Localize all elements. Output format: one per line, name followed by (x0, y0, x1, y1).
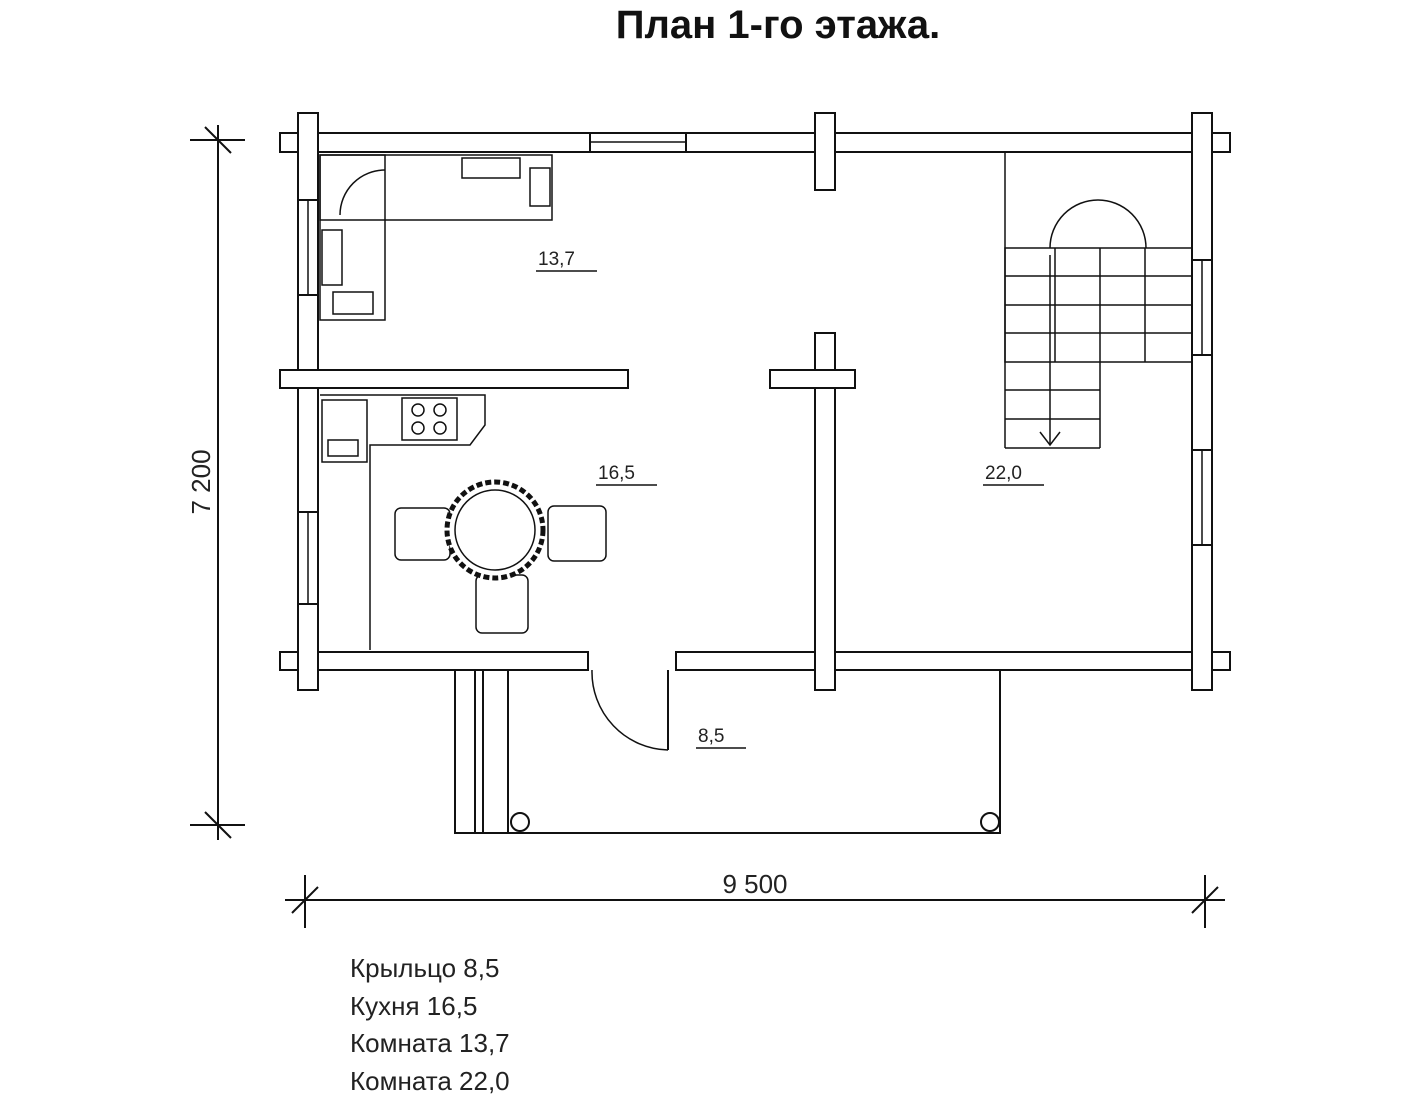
height-dimension: 7 200 (186, 449, 216, 514)
area-room-small: 13,7 (538, 249, 575, 270)
corner-sofa (319, 154, 553, 321)
porch (454, 670, 1001, 834)
plan-title: План 1-го этажа. (616, 3, 941, 47)
porch-post (980, 812, 1000, 832)
area-room-large: 22,0 (985, 463, 1022, 484)
legend-item: Комната 13,7 (350, 1028, 510, 1058)
windows (297, 132, 1213, 605)
walls (279, 112, 1231, 691)
width-dimension: 9 500 (722, 869, 787, 899)
legend-item: Комната 22,0 (350, 1065, 510, 1096)
area-porch: 8,5 (698, 726, 724, 747)
area-labels: 13,7 16,5 22,0 8,5 (536, 249, 1044, 749)
sink (321, 399, 368, 463)
dining-table (394, 479, 607, 634)
legend-item: Кухня 16,5 (350, 990, 478, 1021)
legend-item: Крыльцо 8,5 (350, 953, 500, 983)
staircase (1004, 152, 1193, 449)
kitchen-units (320, 394, 486, 650)
entrance-door (591, 669, 669, 751)
dimension-horizontal: 9 500 (285, 869, 1225, 928)
porch-post (510, 812, 530, 832)
dimension-vertical: 7 200 (186, 125, 245, 840)
stove (401, 397, 458, 441)
area-legend: Крыльцо 8,5 Кухня 16,5 Комната 13,7 Комн… (350, 950, 510, 1100)
area-kitchen: 16,5 (598, 463, 635, 484)
